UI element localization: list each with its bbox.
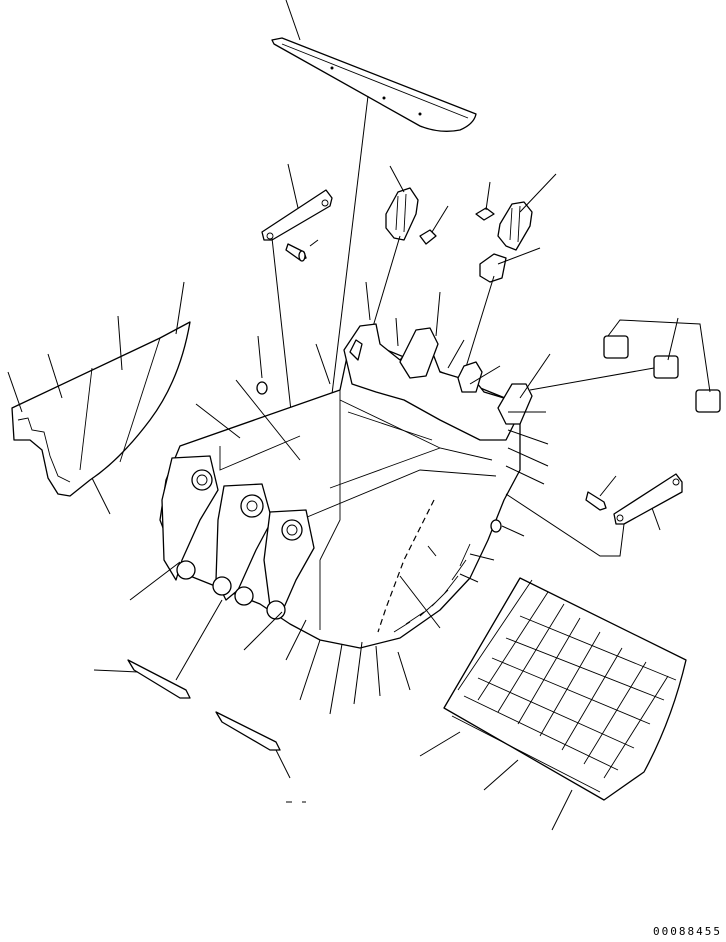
- leader-line: [505, 465, 545, 485]
- washer[interactable]: [490, 519, 502, 533]
- leader-line: [93, 669, 139, 673]
- tooth-pin[interactable]: [475, 207, 495, 221]
- leader-line: [431, 205, 449, 233]
- cover-plate[interactable]: [271, 37, 477, 132]
- wear-grid-plate[interactable]: [443, 577, 687, 801]
- leader-line: [315, 343, 331, 385]
- leader-line: [91, 477, 111, 515]
- leader-line: [469, 365, 501, 385]
- leader-line: [395, 317, 399, 347]
- leader-line: [285, 619, 307, 661]
- leader-line: [371, 235, 401, 331]
- tooth-tip[interactable]: [385, 187, 419, 241]
- shim-plate[interactable]: [215, 711, 281, 751]
- leader-line: [287, 163, 299, 209]
- leader-line: [47, 353, 63, 399]
- leader-line: [461, 275, 495, 381]
- leader-line: [117, 315, 123, 371]
- pin-bolt[interactable]: [585, 491, 607, 511]
- leader-line: [389, 165, 405, 193]
- side-shroud-left[interactable]: [261, 189, 333, 241]
- leader-line: [397, 651, 411, 691]
- washer[interactable]: [256, 381, 268, 395]
- leader-line: [551, 789, 573, 831]
- leader-line: [497, 247, 541, 265]
- leader-line: [271, 237, 293, 421]
- leader-line: [175, 599, 223, 681]
- leader-line: [329, 643, 343, 715]
- leader-line: [275, 749, 291, 779]
- leader-line: [299, 639, 321, 701]
- leader-line: [519, 353, 551, 399]
- bottom-wear-tabs[interactable]: [393, 543, 471, 633]
- leader-line: [607, 319, 711, 393]
- leader-line: [309, 239, 319, 247]
- leader-line: [435, 291, 441, 337]
- leader-line: [235, 379, 301, 461]
- pin-bolt[interactable]: [285, 243, 307, 262]
- shim-plate[interactable]: [127, 659, 191, 699]
- leader-line: [419, 731, 461, 757]
- leader-line: [651, 507, 661, 531]
- drawing-number: 00088455: [653, 925, 722, 938]
- leader-line: [243, 611, 283, 651]
- leader-line: [195, 403, 241, 439]
- leader-line: [375, 645, 381, 697]
- leader-line: [353, 641, 363, 705]
- leader-line: [7, 371, 23, 413]
- leader-line: [175, 281, 185, 335]
- leader-line: [129, 561, 181, 601]
- tooth-tip[interactable]: [497, 201, 533, 251]
- leader-line: [501, 525, 525, 537]
- leader-line: [485, 181, 491, 211]
- leader-line: [365, 281, 371, 321]
- bucket-hinge-bosses[interactable]: [161, 455, 315, 620]
- wear-pad[interactable]: [603, 335, 629, 359]
- wear-pad[interactable]: [695, 389, 721, 413]
- leader-line: [427, 545, 437, 557]
- leader-line: [529, 367, 655, 391]
- wear-strip-outline: [377, 499, 435, 633]
- leader-line: [285, 0, 301, 41]
- leader-line: [667, 317, 679, 361]
- adapter-row[interactable]: [343, 323, 533, 441]
- side-plate-left[interactable]: [11, 321, 191, 497]
- side-shroud-right[interactable]: [613, 473, 683, 525]
- wear-pad[interactable]: [653, 355, 679, 379]
- leader-line: [399, 575, 441, 629]
- leader-line: [519, 173, 557, 213]
- leader-line: [469, 553, 495, 561]
- leader-line: [257, 335, 263, 379]
- leader-line: [507, 447, 549, 467]
- lock-washer[interactable]: [479, 253, 507, 283]
- leader-line: [505, 493, 625, 557]
- leader-line: [507, 429, 549, 445]
- leader-line: [459, 573, 479, 583]
- leader-line: [599, 475, 617, 497]
- leader-line: [483, 759, 519, 791]
- tooth-pin[interactable]: [419, 229, 437, 245]
- leader-line: [447, 339, 465, 369]
